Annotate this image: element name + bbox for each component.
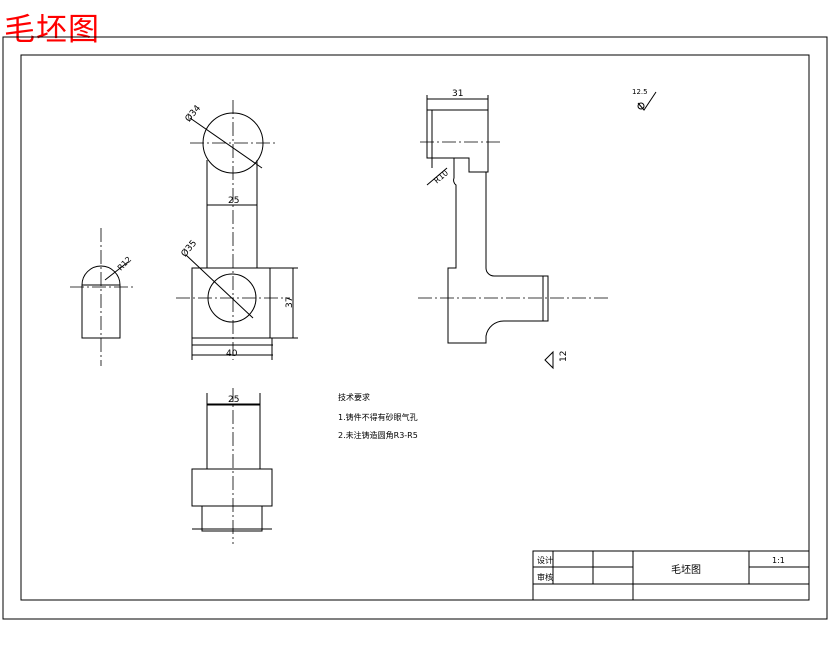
side-view [418,95,610,344]
roughness-symbol-general [637,91,657,111]
roughness-side-label: 12 [559,351,569,362]
title-block-scale: 1:1 [772,556,785,565]
dim-block-width: 40 [226,349,238,359]
page-title: 毛坯图 [4,12,100,48]
dim-bottom-width: 25 [228,395,239,405]
dim-mid-diameter: Ø35 [179,238,199,259]
front-view [176,100,298,360]
bottom-view [191,388,273,544]
outer-border [2,36,828,620]
slot-view [70,228,133,366]
dim-small-radius: R12 [116,255,134,273]
title-block-drawing-name: 毛坯图 [671,564,701,576]
roughness-general-label: 12.5 [632,88,648,96]
dim-block-height: 37 [285,297,295,308]
title-block-design-label: 设计 [537,555,553,565]
title-block [532,550,810,601]
dim-side-radius: R10 [432,168,450,185]
bottom-block [191,267,271,339]
dim-top-diameter: Ø34 [183,103,204,124]
notes-heading: 技术要求 [338,392,370,402]
dim-side-width: 31 [452,89,463,99]
inner-border [20,54,810,601]
title-block-check-label: 审核 [537,572,553,582]
dim-arm-width: 25 [228,196,239,206]
roughness-symbol-side [544,350,554,370]
notes-line-2: 2.未注铸造圆角R3-R5 [338,430,418,440]
notes-line-1: 1.铸件不得有砂眼气孔 [338,412,418,422]
